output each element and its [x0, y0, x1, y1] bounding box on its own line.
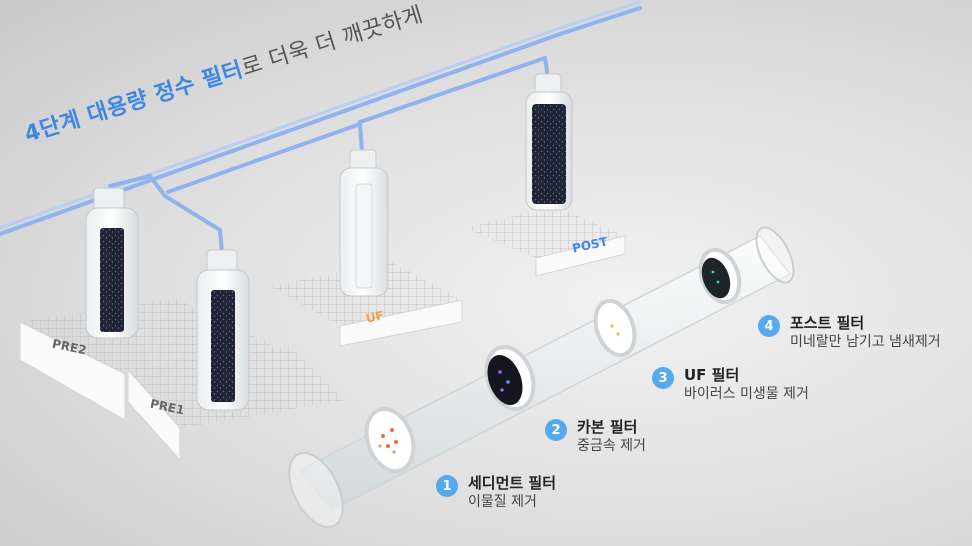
sediment-disc: [364, 407, 416, 473]
step-title: UF 필터: [684, 366, 740, 384]
post-plate: [465, 206, 626, 277]
uf-disc: [593, 298, 637, 358]
step-desc: 미네랄만 남기고 냄새제거: [790, 334, 941, 350]
pre1-filter-bottle: [196, 249, 250, 411]
step-carbon: 2 카본 필터 중금속 제거: [545, 418, 646, 456]
step-number-badge: 4: [758, 315, 780, 337]
step-post: 4 포스트 필터 미네랄만 남기고 냄새제거: [758, 314, 941, 352]
carbon-disc: [484, 345, 536, 411]
step-desc: 중금속 제거: [577, 438, 646, 454]
step-title: 세디먼트 필터: [468, 474, 557, 492]
step-number-badge: 3: [652, 367, 674, 389]
step-uf: 3 UF 필터 바이러스 미생물 제거: [652, 366, 809, 404]
step-number-badge: 2: [545, 419, 567, 441]
step-title: 포스트 필터: [790, 314, 865, 332]
step-sediment: 1 세디먼트 필터 이물질 제거: [436, 474, 556, 512]
post-filter-bottle: [525, 73, 573, 211]
uf-filter-bottle: [339, 149, 389, 297]
water-pipe: [0, 0, 642, 254]
filter-tube: [288, 226, 795, 529]
pre2-filter-bottle: [85, 187, 139, 339]
step-desc: 이물질 제거: [468, 494, 537, 510]
step-title: 카본 필터: [577, 418, 638, 436]
step-desc: 바이러스 미생물 제거: [684, 386, 809, 402]
step-number-badge: 1: [436, 475, 458, 497]
post-disc: [698, 247, 742, 305]
